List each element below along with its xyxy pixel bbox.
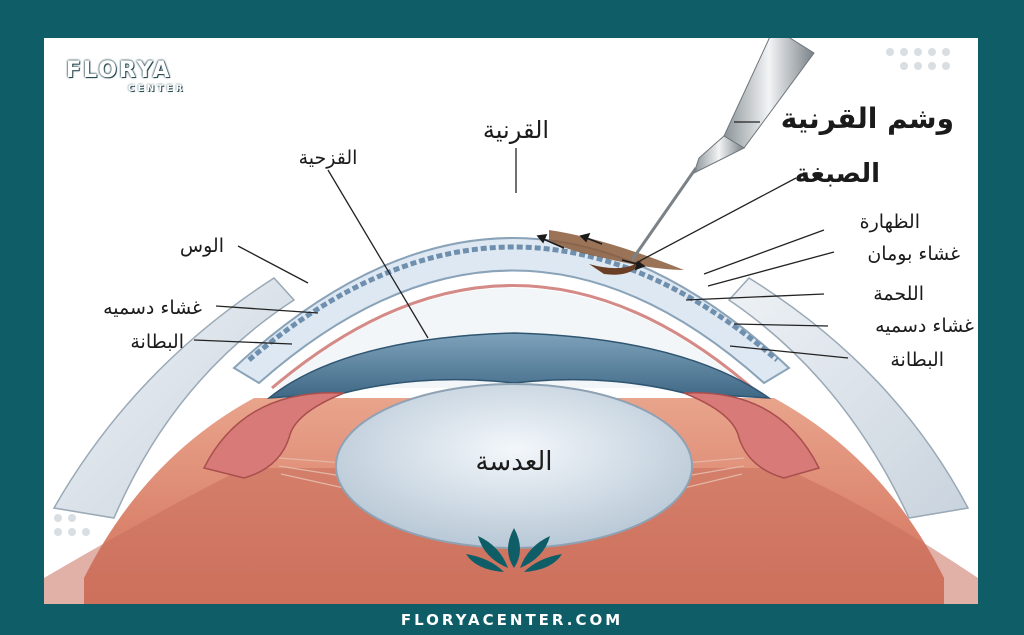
label-bowman: غشاء بومان xyxy=(867,243,960,265)
label-pigment: الصبغة xyxy=(795,159,880,189)
label-cornea: القرنية xyxy=(483,116,549,144)
label-endothelium-left: البطانة xyxy=(130,331,184,353)
lotus-icon xyxy=(466,528,562,572)
iris xyxy=(266,332,772,399)
ciliary-body-left xyxy=(202,391,345,479)
label-descemet-left: غشاء دسميه xyxy=(103,297,202,319)
diagram-panel: القرنية القزحية الوس غشاء دسميه البطانة … xyxy=(44,38,978,604)
pigment-deposit xyxy=(549,230,684,270)
eye-cross-section-diagram: القرنية القزحية الوس غشاء دسميه البطانة … xyxy=(44,38,978,604)
pigment-arrows xyxy=(536,232,646,271)
label-stroma: اللحمة xyxy=(873,283,924,305)
label-iris: القزحية xyxy=(299,147,358,169)
cornea-dome xyxy=(232,237,791,385)
epithelium-layer xyxy=(247,244,779,362)
ciliary-body-right xyxy=(683,391,821,479)
brand-logo: FLORYA CENTER xyxy=(66,58,190,98)
pigment-deposit-center xyxy=(589,260,642,275)
label-corneal-tattoo: وشم القرنية xyxy=(781,102,954,135)
label-limbus: الوس xyxy=(180,235,224,257)
sclera-right xyxy=(727,277,970,519)
dot-pattern-decoration xyxy=(54,48,950,536)
zonule-fibers xyxy=(278,457,745,489)
brand-logo-sub: CENTER xyxy=(128,84,186,94)
endothelium-line xyxy=(271,284,753,390)
brand-logo-name: FLORYA xyxy=(66,58,172,83)
label-endothelium-right: البطانة xyxy=(890,349,944,371)
label-descemet-right: غشاء دسميه xyxy=(875,315,974,337)
sclera-left xyxy=(52,277,296,519)
tattoo-needle xyxy=(630,38,815,261)
label-lens: العدسة xyxy=(475,447,552,477)
footer: FLORYACENTER.COM xyxy=(0,604,1024,635)
footer-url: FLORYACENTER.COM xyxy=(400,610,624,629)
leader-lines xyxy=(193,121,849,359)
label-epithelium: الظهارة xyxy=(860,211,920,233)
